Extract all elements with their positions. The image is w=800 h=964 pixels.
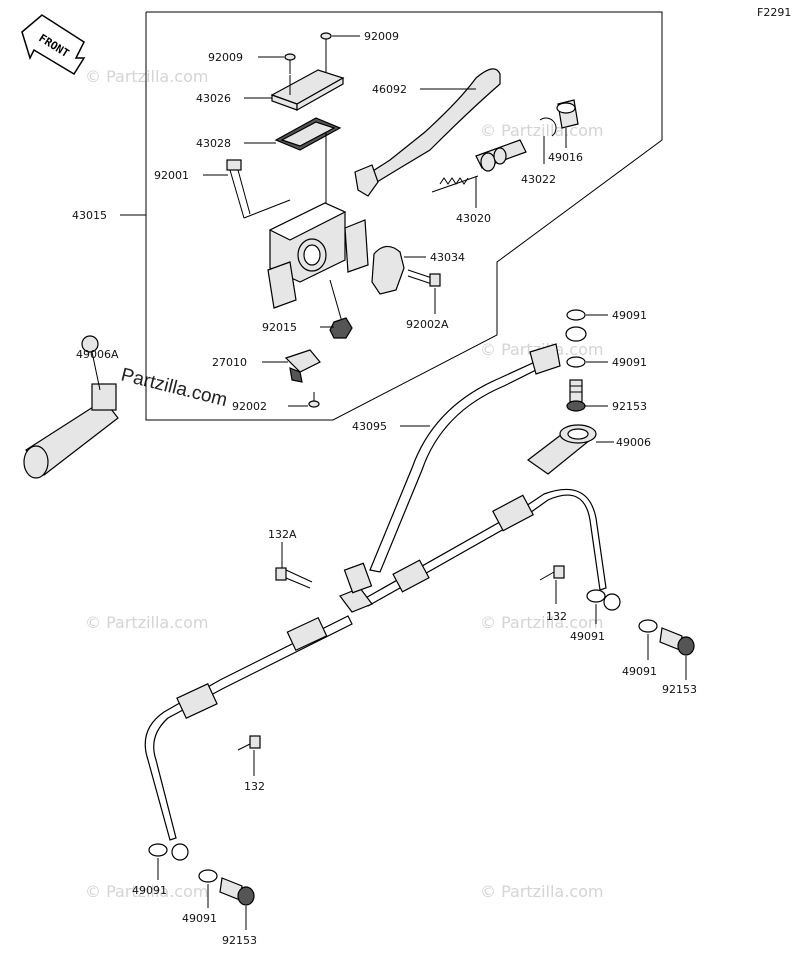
piston-kit: [439, 139, 527, 185]
dust-boot: [556, 99, 579, 129]
nut-92015: [329, 317, 353, 339]
part-label: 49091: [612, 356, 647, 369]
bolt-132-left: [237, 735, 261, 751]
handlebar-clamp: [371, 245, 405, 295]
banjo-bolt-right-upper: [566, 309, 586, 412]
part-label: 49006: [616, 436, 651, 449]
brake-hose-upper: [369, 326, 587, 573]
master-cylinder-assembly: [226, 32, 579, 408]
part-label: 49091: [182, 912, 217, 925]
part-label: 92153: [612, 400, 647, 413]
part-label: 92002: [232, 400, 267, 413]
screw-92009-right: [320, 32, 332, 52]
screw-92002: [308, 392, 320, 408]
diagram-code: F2291: [757, 6, 791, 19]
watermarks: © Partzilla.com © Partzilla.com © Partzi…: [85, 67, 603, 901]
part-label: 49091: [570, 630, 605, 643]
watermark: © Partzilla.com: [480, 613, 603, 632]
part-label: 49091: [612, 309, 647, 322]
bolt-132A: [275, 567, 313, 589]
part-label: 27010: [212, 356, 247, 369]
part-label: 49091: [132, 884, 167, 897]
screw-92009-left: [284, 53, 296, 74]
brake-hose-lower: [144, 488, 621, 861]
part-label: 92015: [262, 321, 297, 334]
brake-light-switch: [284, 349, 321, 383]
part-label: 92001: [154, 169, 189, 182]
part-label: 43095: [352, 420, 387, 433]
part-label: 132: [244, 780, 265, 793]
part-label: 43034: [430, 251, 465, 264]
watermark: © Partzilla.com: [85, 882, 208, 901]
banjo-bolt-lower-right: [586, 589, 695, 656]
brake-lever: [354, 68, 501, 197]
part-label: 43020: [456, 212, 491, 225]
part-label: 92009: [364, 30, 399, 43]
part-label: 92153: [222, 934, 257, 947]
bolt-132-right: [539, 565, 565, 581]
part-label: 43026: [196, 92, 231, 105]
part-label: 43028: [196, 137, 231, 150]
watermark: © Partzilla.com: [480, 121, 603, 140]
part-label: 46092: [372, 83, 407, 96]
part-label: 92153: [662, 683, 697, 696]
watermark: © Partzilla.com: [85, 613, 208, 632]
watermark-main: Partzilla.com: [119, 364, 230, 411]
part-label: 92002A: [406, 318, 449, 331]
assembly-boundary: [145, 11, 663, 421]
bolt-92002A: [407, 269, 441, 287]
part-label: 132: [546, 610, 567, 623]
leader-lines: [120, 35, 687, 930]
part-labels: 92009 92009 43026 43028 92001 43015 4609…: [72, 30, 697, 947]
master-cylinder-body: [267, 202, 369, 309]
part-label: 49016: [548, 151, 583, 164]
three-way-joint: [526, 424, 597, 475]
bolt-92001: [226, 159, 251, 219]
banjo-bolt-lower-left: [148, 843, 255, 906]
watermark: © Partzilla.com: [85, 67, 208, 86]
part-label: 49006A: [76, 348, 119, 361]
part-label: 43015: [72, 209, 107, 222]
circlip: [539, 117, 557, 137]
watermark: © Partzilla.com: [480, 882, 603, 901]
part-label: 92009: [208, 51, 243, 64]
part-label: 49091: [622, 665, 657, 678]
part-label: 132A: [268, 528, 297, 541]
grip-assembly: [23, 335, 119, 479]
part-label: 43022: [521, 173, 556, 186]
front-arrow-icon: FRONT: [21, 14, 86, 76]
